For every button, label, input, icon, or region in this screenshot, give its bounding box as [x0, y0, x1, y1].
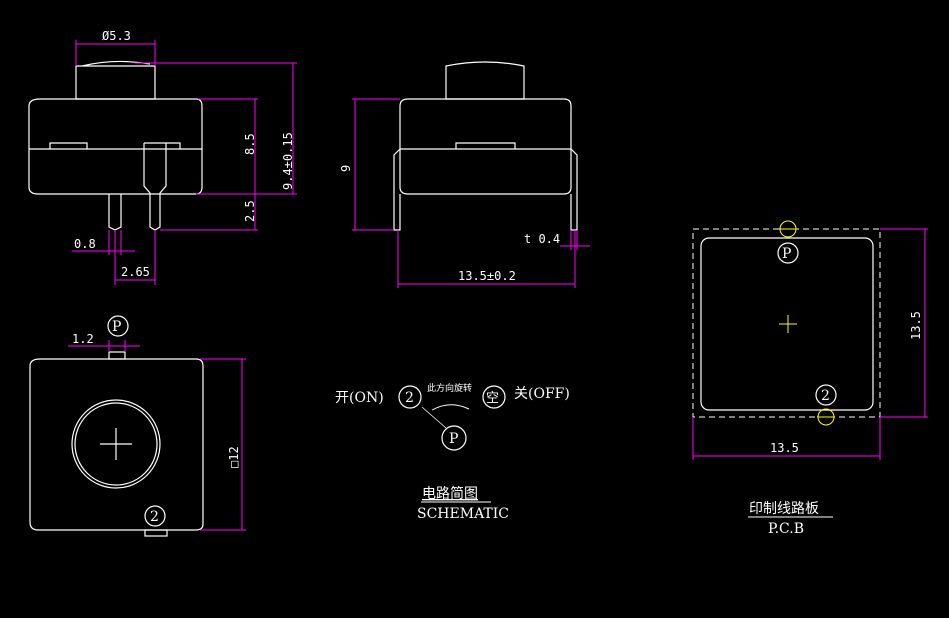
pcb-dim-height: 13.5: [909, 311, 923, 340]
schematic: 开(ON) 2 此方向旋转 空 关(OFF) P 电路简图 SCHEMATIC: [335, 382, 570, 522]
dim-body-height: 8.5: [243, 133, 257, 155]
top-pin-p: P: [112, 319, 121, 335]
top-pin-2: 2: [150, 509, 159, 525]
dim-size: □12: [227, 446, 241, 468]
dim-diameter: Ø5.3: [102, 29, 131, 43]
top-view: P 2 1.2 □12: [29, 315, 246, 537]
schematic-pin-2: 2: [405, 390, 414, 406]
pcb-pin-2: 2: [821, 388, 830, 404]
dimension-lines: [72, 40, 297, 285]
on-label: 开(ON): [335, 390, 384, 406]
dim-thickness: t 0.4: [524, 232, 560, 246]
dim-front-width: 13.5±0.2: [458, 269, 516, 283]
dim-pin-pitch: 2.65: [121, 265, 150, 279]
side-view: Ø5.3 9.4±0.15 8.5 2.5 0.8 2.65: [28, 29, 297, 285]
rotation-note: 此方向旋转: [427, 382, 472, 394]
pcb-title-en: P.C.B: [768, 521, 804, 537]
schematic-title-en: SCHEMATIC: [417, 506, 509, 522]
schematic-title-cn: 电路简图: [422, 485, 478, 502]
dim-front-height: 9: [339, 165, 353, 172]
pcb-dim-width: 13.5: [770, 441, 799, 455]
dim-offset: 1.2: [72, 332, 94, 346]
dim-pin-length: 2.5: [243, 200, 257, 222]
front-view: 9 t 0.4 13.5±0.2: [339, 61, 590, 288]
dim-total-height: 9.4±0.15: [281, 132, 295, 190]
pcb-title-cn: 印制线路板: [749, 501, 819, 517]
schematic-pin-p: P: [449, 431, 458, 447]
schematic-pin-empty: 空: [486, 391, 499, 406]
pcb-view: P 2 13.5 13.5 印制线路板 P.C.B: [692, 220, 928, 537]
pcb-pin-p: P: [782, 246, 791, 262]
off-label: 关(OFF): [514, 386, 570, 402]
dim-pin-width: 0.8: [74, 237, 96, 251]
